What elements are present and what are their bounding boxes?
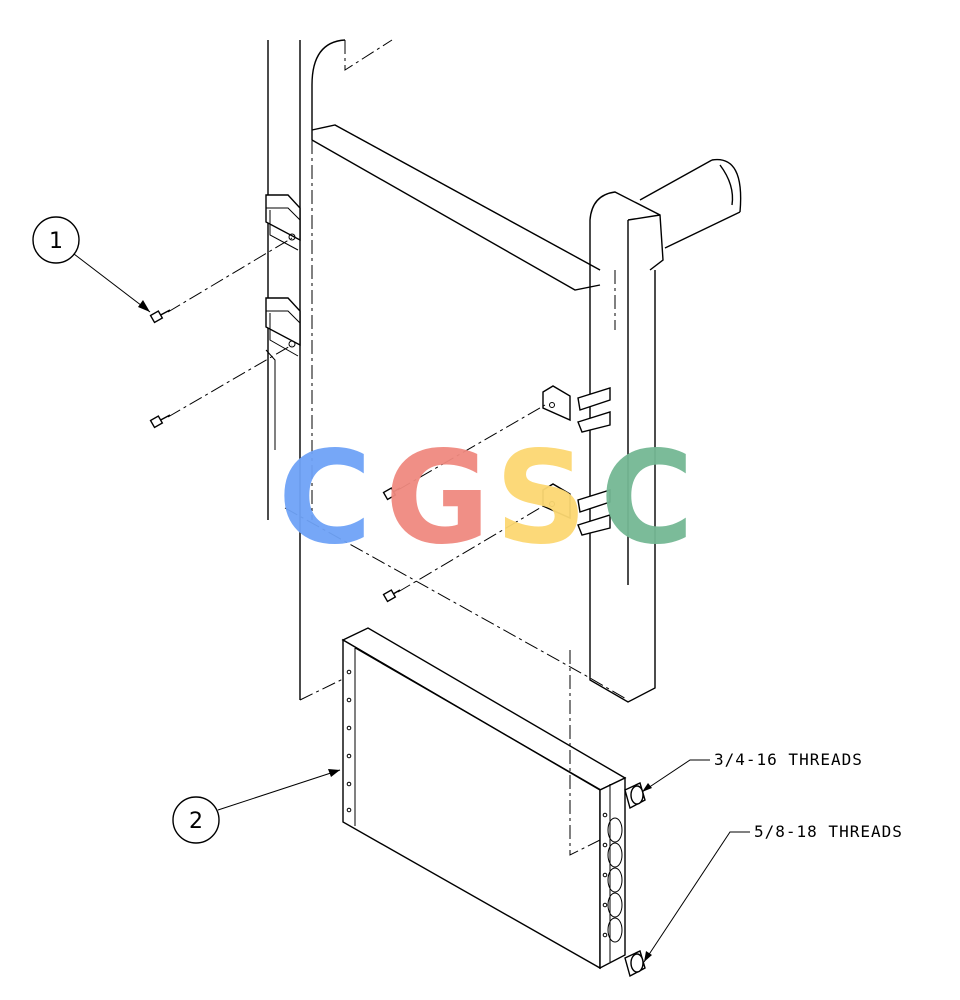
bolt-2 xyxy=(149,344,293,429)
callout-1: 1 xyxy=(32,216,151,313)
watermark-letter-c2: C xyxy=(600,424,694,573)
mounting-frame xyxy=(267,39,742,703)
left-upper-bracket xyxy=(265,194,301,251)
right-upper-bracket xyxy=(542,385,611,433)
callout-2: 2 xyxy=(172,769,341,844)
upper-port-note: 3/4-16 THREADS xyxy=(641,750,863,793)
upper-port-fitting xyxy=(624,782,646,810)
right-lower-bracket xyxy=(542,483,611,536)
upper-port-note-text: 3/4-16 THREADS xyxy=(714,750,863,769)
cooler-core xyxy=(341,627,646,978)
left-lower-bracket xyxy=(265,297,301,450)
lower-port-note: 5/8-18 THREADS xyxy=(643,822,903,963)
watermark-letter-s: S xyxy=(495,424,587,573)
bolt-3 xyxy=(382,404,546,501)
bolt-4 xyxy=(382,504,546,603)
watermark-letter-c1: C xyxy=(278,424,372,573)
watermark-logo: C G S C xyxy=(278,424,694,573)
bolts xyxy=(149,237,546,603)
watermark-letter-g: G xyxy=(385,424,490,573)
callout-1-number: 1 xyxy=(49,229,63,254)
callout-2-number: 2 xyxy=(189,809,203,834)
bolt-1 xyxy=(149,237,293,324)
lower-port-fitting xyxy=(624,950,646,978)
lower-port-note-text: 5/8-18 THREADS xyxy=(754,822,903,841)
